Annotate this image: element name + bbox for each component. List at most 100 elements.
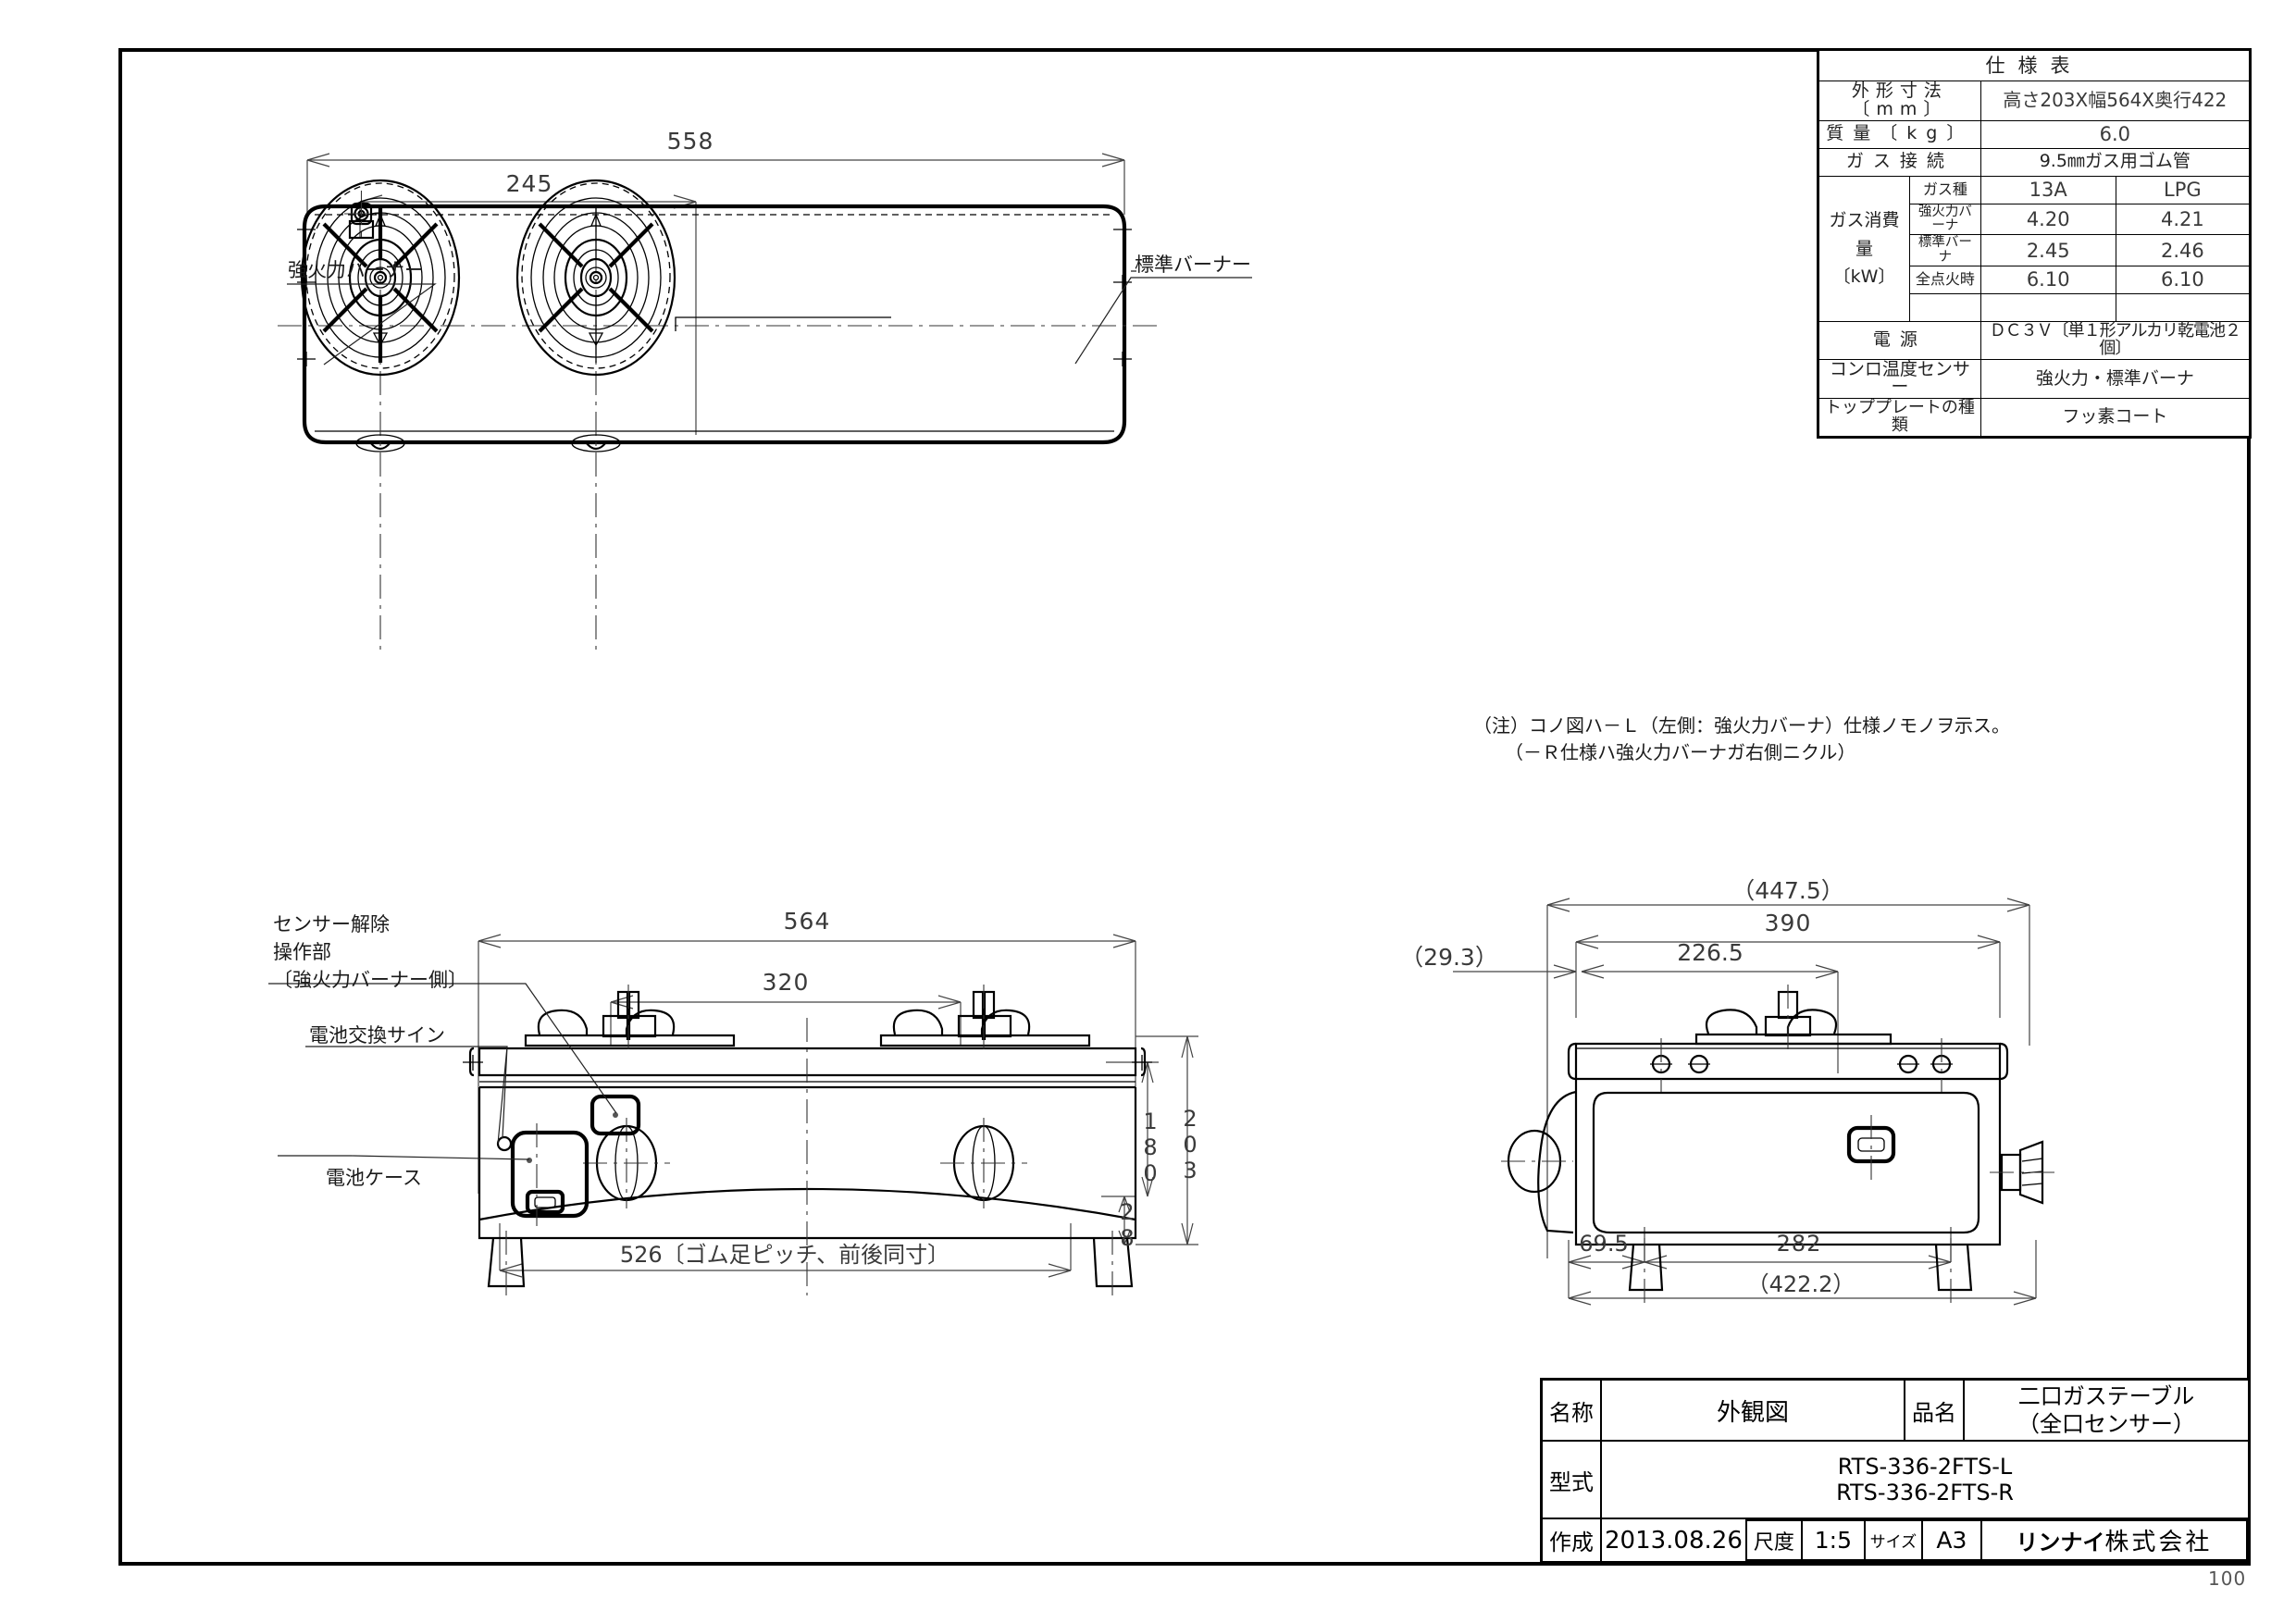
side-dim-447-5: （447.5） <box>1731 877 1844 904</box>
spec-col-lpg: LPG <box>2115 175 2252 204</box>
spec-label-high-power-burner: 強火力バーナ <box>1909 203 1981 236</box>
title-block-row-meta: 作成 2013.08.26 尺度 1:5 サイズ A3 リンナイ株式会社 <box>1540 1518 2250 1564</box>
top-label-standard-burner: 標準バーナー <box>1135 254 1251 276</box>
drawing-frame <box>118 48 2251 1566</box>
drawing-note: （注）コノ図ハ－Ｌ（左側：強火力バーナ）仕様ノモノヲ示ス。 （－Ｒ仕様ハ強火力バ… <box>1473 712 2010 766</box>
spec-label-power: 電源 <box>1818 320 1981 360</box>
side-plate-holes <box>1650 1038 1953 1092</box>
title-block-model-label: 型式 <box>1540 1440 1602 1519</box>
title-block-meta-table: 2013.08.26 尺度 1:5 サイズ A3 リンナイ株式会社 <box>1602 1519 2249 1561</box>
model-line-2: RTS-336-2FTS-R <box>1836 1480 2014 1505</box>
top-label-high-power-burner: 強火力バーナー <box>288 259 424 281</box>
front-label-battery-case: 電池ケース <box>326 1167 422 1189</box>
product-line-1: 二口ガステーブル <box>2017 1383 2195 1409</box>
spec-value-all-13a: 6.10 <box>1980 265 2116 294</box>
spec-value-standard-13a: 2.45 <box>1980 234 2116 266</box>
title-block-meta-cell: 2013.08.26 尺度 1:5 サイズ A3 リンナイ株式会社 <box>1601 1518 2250 1563</box>
spec-value-high-power-lpg: 4.21 <box>2115 203 2252 236</box>
front-view-leaders <box>268 983 617 1160</box>
front-dim-180: 180 <box>1137 1109 1163 1186</box>
spec-value-temp-sensor: 強火力・標準バーナ <box>1980 358 2252 400</box>
spec-row-gas-connection: ガス接続 9.5㎜ガス用ゴム管 <box>1818 147 2252 177</box>
title-block-name-value: 外観図 <box>1600 1378 1905 1442</box>
note-line-1: （注）コノ図ハ－Ｌ（左側：強火力バーナ）仕様ノモノヲ示ス。 <box>1473 714 2010 737</box>
front-trivet-left <box>524 985 736 1055</box>
spec-row-dimensions: 外形寸法〔mm〕 高さ203X幅564X奥行422 <box>1818 81 2252 121</box>
spec-row-gas-type: ガス消費量 〔kW〕 ガス種 13A LPG <box>1817 175 2252 322</box>
spec-label-all-burners: 全点火時 <box>1909 265 1981 294</box>
top-view-front-feet <box>355 434 621 452</box>
spec-value-top-plate: フッ素コート <box>1980 398 2252 439</box>
spec-blank-13a <box>1980 292 2116 322</box>
dim-558 <box>306 153 1125 215</box>
top-plate-outline <box>302 204 1127 445</box>
plate-inner-edge <box>675 316 891 331</box>
spec-value-dimensions: 高さ203X幅564X奥行422 <box>1980 81 2252 121</box>
side-dim-390: 390 <box>1764 910 1812 936</box>
front-label-battery-sign: 電池交換サイン <box>309 1024 445 1047</box>
spec-row-all-burners: 全点火時 6.10 6.10 <box>1818 265 2252 294</box>
title-block-scale-value: 1:5 <box>1800 1519 1866 1561</box>
sensor-release-line-1: センサー解除 <box>273 913 390 935</box>
title-block-product-label: 品名 <box>1904 1378 1965 1442</box>
dim-526 <box>499 1223 1072 1278</box>
spec-label-weight: 質量〔kg〕 <box>1818 119 1981 149</box>
spec-title-row: 仕様表 <box>1818 49 2251 81</box>
company-logo-text: リンナイ <box>2016 1530 2105 1555</box>
side-knob <box>1501 1090 1577 1234</box>
dim-390 <box>1575 935 2001 1018</box>
model-line-1: RTS-336-2FTS-L <box>1837 1453 2013 1480</box>
dim-29-3 <box>1453 964 1577 979</box>
title-block-scale-label: 尺度 <box>1744 1519 1803 1561</box>
side-trivet <box>1694 985 1893 1050</box>
spec-row-blank <box>1818 292 2252 322</box>
burner-high-power-top <box>300 179 461 377</box>
consumption-unit-text: 〔kW〕 <box>1832 266 1896 287</box>
spec-value-weight: 6.0 <box>1980 119 2252 149</box>
title-block-size-value: A3 <box>1920 1519 1982 1561</box>
front-dim-564: 564 <box>783 908 831 935</box>
side-dim-29-3: （29.3） <box>1400 944 1498 971</box>
title-block-company: リンナイ株式会社 <box>1980 1519 2249 1561</box>
title-block: 名称 外観図 品名 二口ガステーブル （全口センサー） 型式 RTS-336-2… <box>1540 1378 2251 1564</box>
title-block-name-label: 名称 <box>1540 1378 1602 1442</box>
front-dim-320: 320 <box>762 969 810 996</box>
spec-value-high-power-13a: 4.20 <box>1980 203 2116 236</box>
spec-row-top-plate: トッププレートの種類 フッ素コート <box>1818 398 2252 439</box>
consumption-label-text: ガス消費量 <box>1829 210 1900 259</box>
sensor-release-line-2: 操作部 <box>273 940 331 963</box>
product-line-2: （全口センサー） <box>2017 1411 2195 1437</box>
spec-blank-label <box>1909 292 1981 322</box>
spec-label-gas-type: ガス種 <box>1909 175 1981 204</box>
spec-row-temp-sensor: コンロ温度センサー 強火力・標準バーナ <box>1818 358 2252 400</box>
spec-value-power: ＤＣ３Ｖ〔単１形アルカリ乾電池２個〕 <box>1980 320 2252 360</box>
spec-value-standard-lpg: 2.46 <box>2115 234 2252 266</box>
spec-blank-lpg <box>2115 292 2252 322</box>
dim-447-5 <box>1546 898 2030 1258</box>
spec-label-temp-sensor: コンロ温度センサー <box>1818 358 1981 400</box>
spec-label-consumption: ガス消費量 〔kW〕 <box>1817 175 1911 322</box>
knob-right <box>940 1118 1027 1208</box>
front-dim-203: 203 <box>1177 1106 1203 1183</box>
note-line-2: （－Ｒ仕様ハ強火力バーナガ右側ニクル） <box>1505 741 1856 763</box>
front-dim-28: 28 <box>1114 1199 1140 1251</box>
spec-col-13a: 13A <box>1980 175 2116 204</box>
title-block-size-label: サイズ <box>1863 1519 1923 1561</box>
side-dim-422-2: （422.2） <box>1746 1271 1855 1297</box>
spec-value-gas-connection: 9.5㎜ガス用ゴム管 <box>1980 147 2252 177</box>
side-dim-69-5: 69.5 <box>1579 1231 1629 1257</box>
spec-label-top-plate: トッププレートの種類 <box>1818 398 1981 439</box>
title-block-created-value: 2013.08.26 <box>1602 1520 1747 1560</box>
spec-label-dimensions: 外形寸法〔mm〕 <box>1818 81 1981 121</box>
side-dim-282: 282 <box>1776 1231 1822 1257</box>
spec-title: 仕様表 <box>1818 49 2251 81</box>
plate-tick-marks <box>297 229 1132 366</box>
dim-226-5 <box>1581 964 1839 1073</box>
front-dim-526: 526〔ゴム足ピッチ、前後同寸〕 <box>619 1242 950 1268</box>
top-view-leaders <box>287 270 1252 365</box>
title-block-row-name: 名称 外観図 品名 二口ガステーブル （全口センサー） <box>1540 1378 2251 1442</box>
